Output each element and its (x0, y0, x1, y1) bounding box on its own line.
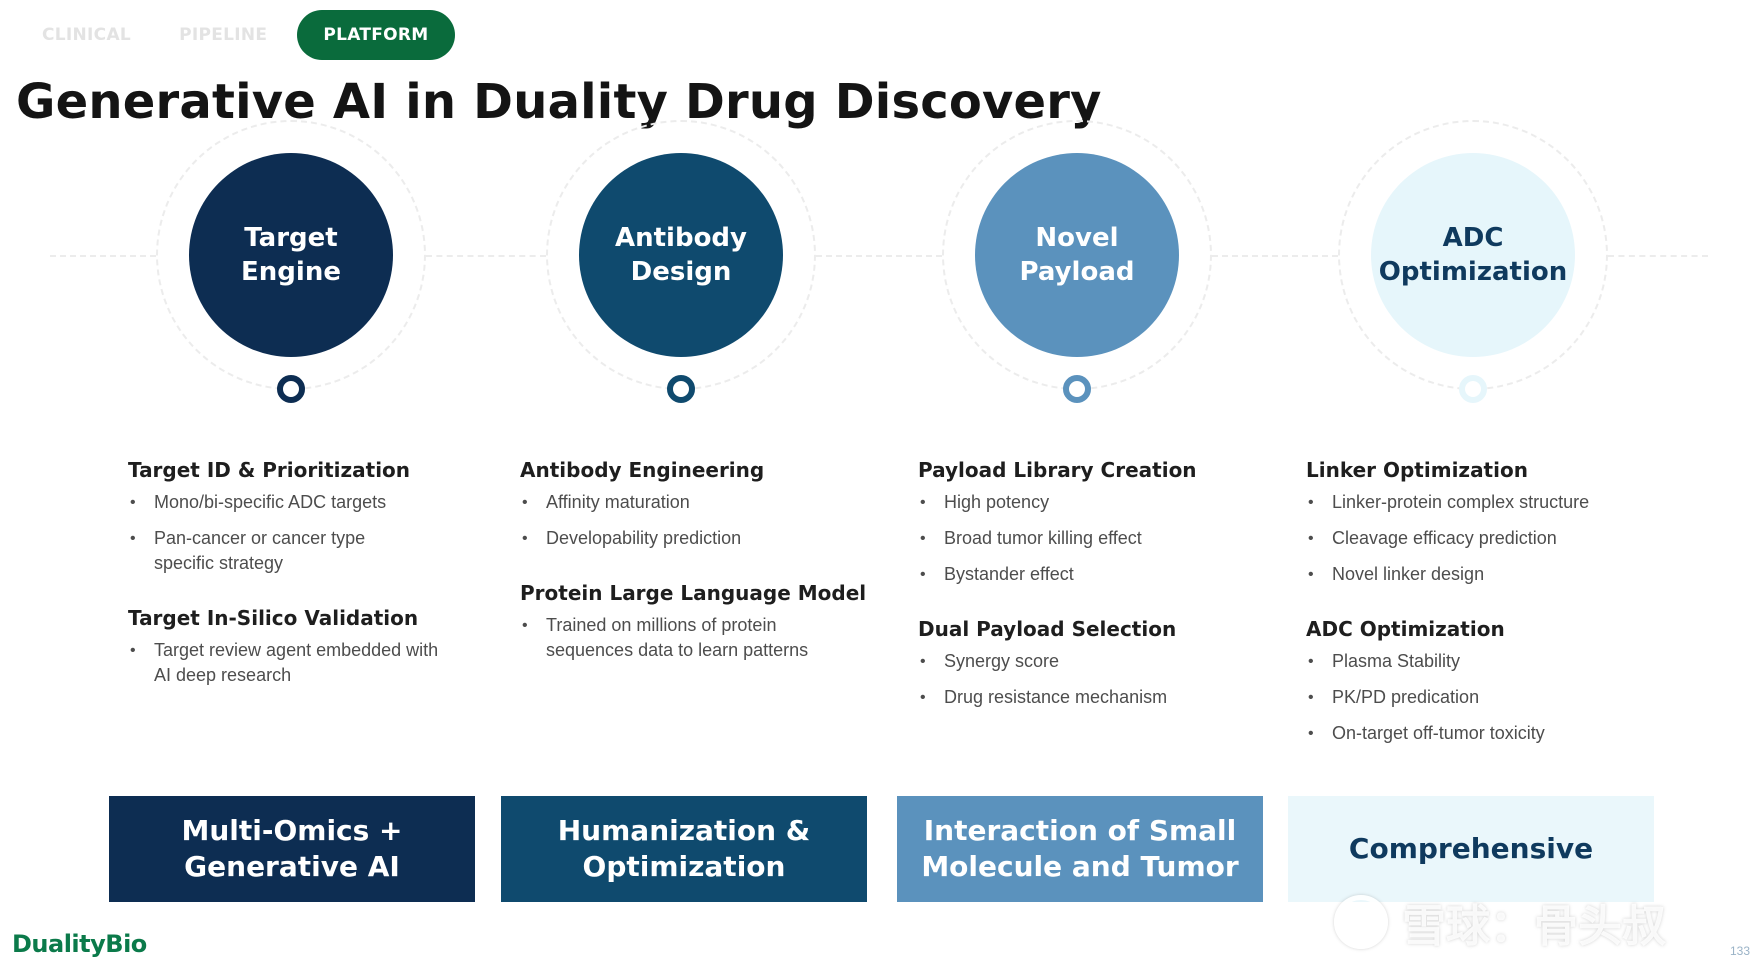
connector-line (1608, 255, 1708, 257)
list-item: On-target off-tumor toxicity (1306, 721, 1676, 746)
section-title: Dual Payload Selection (918, 617, 1177, 641)
stage-details-novel-payload: Payload Library Creation High potency Br… (918, 458, 1288, 740)
top-tab-bar: CLINICAL PIPELINE PLATFORM (18, 10, 455, 60)
list-item: Drug resistance mechanism (918, 685, 1288, 710)
bullet-list: Synergy score Drug resistance mechanism (918, 649, 1288, 710)
stage-details-target-engine: Target ID & Prioritization Mono/bi-speci… (128, 458, 498, 718)
bullet-list: Trained on millions of protein sequences… (520, 613, 890, 663)
list-item: Bystander effect (918, 562, 1288, 587)
bullet-list: Mono/bi-specific ADC targets Pan-cancer … (128, 490, 498, 576)
section-title: Target In-Silico Validation (128, 606, 419, 630)
list-item: Broad tumor killing effect (918, 526, 1288, 551)
list-item: Novel linker design (1306, 562, 1676, 587)
stage-marker-dot (1063, 375, 1091, 403)
connector-line (426, 255, 546, 257)
section-title: Antibody Engineering (520, 458, 765, 482)
watermark-text: 雪球：骨头叔 (1402, 901, 1666, 952)
tab-pipeline[interactable]: PIPELINE (179, 25, 268, 45)
stage-circle-target-engine: Target Engine (189, 153, 393, 357)
stage-marker-dot (667, 375, 695, 403)
list-item: Plasma Stability (1306, 649, 1676, 674)
page-title: Generative AI in Duality Drug Discovery (16, 74, 1102, 130)
stage-circle-antibody-design: Antibody Design (579, 153, 783, 357)
stage-marker-dot (1459, 375, 1487, 403)
section-title: Payload Library Creation (918, 458, 1197, 482)
dualitybio-logo: DualityBio (12, 930, 147, 958)
section-title: Target ID & Prioritization (128, 458, 411, 482)
list-item: Target review agent embedded with AI dee… (128, 638, 454, 688)
list-item: Cleavage efficacy prediction (1306, 526, 1676, 551)
stage-details-antibody-design: Antibody Engineering Affinity maturation… (520, 458, 890, 693)
list-item: Developability prediction (520, 526, 890, 551)
page-number: 133 (1729, 944, 1750, 958)
bullet-list: Affinity maturation Developability predi… (520, 490, 890, 551)
tab-clinical[interactable]: CLINICAL (42, 25, 132, 45)
list-item: PK/PD predication (1306, 685, 1676, 710)
list-item: High potency (918, 490, 1288, 515)
capability-box-humanization: Humanization & Optimization (501, 796, 867, 902)
connector-line (816, 255, 942, 257)
list-item: Pan-cancer or cancer type specific strat… (128, 526, 424, 576)
snowball-watermark: 雪球：骨头叔 (1334, 890, 1666, 954)
bullet-list: Target review agent embedded with AI dee… (128, 638, 498, 688)
list-item: Mono/bi-specific ADC targets (128, 490, 498, 515)
capability-box-multi-omics: Multi-Omics + Generative AI (109, 796, 475, 902)
connector-line (50, 255, 156, 257)
list-item: Affinity maturation (520, 490, 890, 515)
connector-line (1212, 255, 1338, 257)
stage-circle-adc-optimization: ADC Optimization (1371, 153, 1575, 357)
snowball-logo-icon (1334, 895, 1388, 949)
bullet-list: High potency Broad tumor killing effect … (918, 490, 1288, 587)
tab-platform[interactable]: PLATFORM (297, 10, 455, 60)
stage-details-adc-optimization: Linker Optimization Linker-protein compl… (1306, 458, 1676, 776)
capability-box-interaction: Interaction of Small Molecule and Tumor (897, 796, 1263, 902)
list-item: Synergy score (918, 649, 1288, 674)
section-title: Protein Large Language Model (520, 581, 867, 605)
list-item: Linker-protein complex structure (1306, 490, 1676, 515)
section-title: Linker Optimization (1306, 458, 1528, 482)
capability-box-comprehensive: Comprehensive (1288, 796, 1654, 902)
stage-circle-novel-payload: Novel Payload (975, 153, 1179, 357)
bullet-list: Plasma Stability PK/PD predication On-ta… (1306, 649, 1676, 746)
section-title: ADC Optimization (1306, 617, 1505, 641)
list-item: Trained on millions of protein sequences… (520, 613, 866, 663)
stage-marker-dot (277, 375, 305, 403)
bullet-list: Linker-protein complex structure Cleavag… (1306, 490, 1676, 587)
